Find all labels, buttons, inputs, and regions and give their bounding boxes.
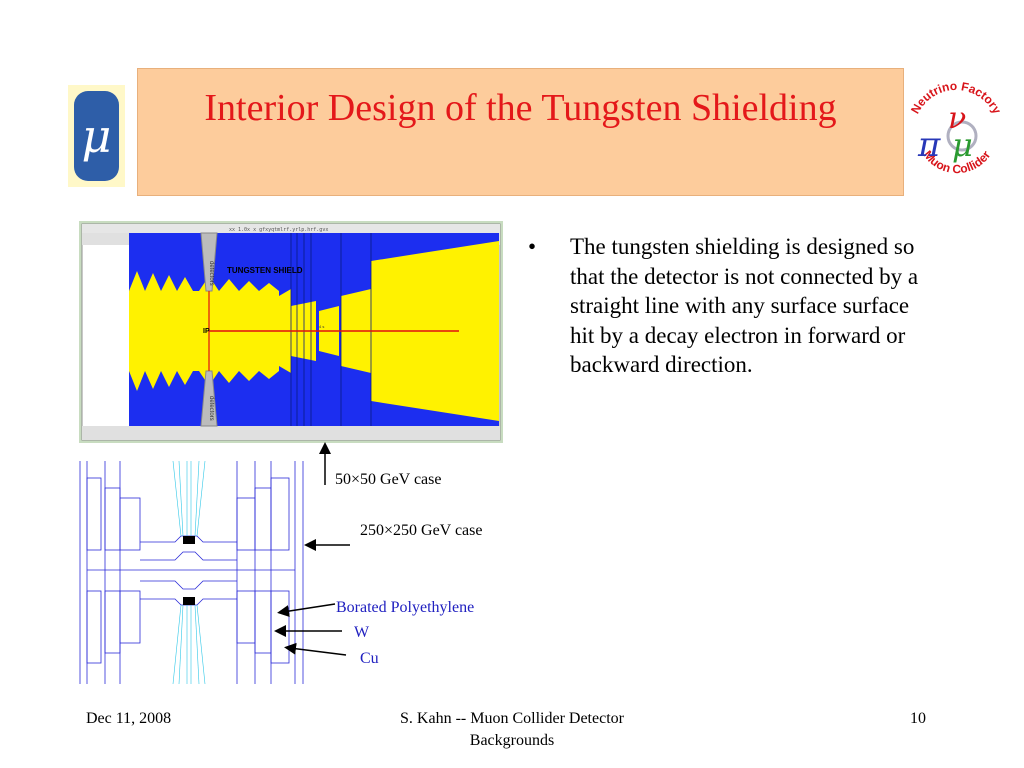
- bullet-marker: •: [528, 234, 537, 259]
- mu-symbol: μ: [74, 91, 119, 181]
- slide-title: Interior Design of the Tungsten Shieldin…: [204, 87, 837, 129]
- bullet-point: • The tungsten shielding is designed so …: [528, 232, 938, 380]
- svg-text:ν: ν: [948, 101, 966, 136]
- case-250-label: 250×250 GeV case: [360, 522, 483, 539]
- diagram-small-mark: 4 s: [319, 324, 324, 329]
- pointer-arrows: [274, 442, 350, 656]
- neutrino-factory-logo: Neutrino Factory Muon Collider π ν μ: [908, 79, 1004, 176]
- diagram-header: xx 1.0x x gfxyqtmlrf.yrlp.hrf.gvx: [229, 227, 328, 233]
- detectors-label-bottom: detectors: [208, 396, 214, 421]
- case-50-label: 50×50 GeV case: [335, 471, 442, 488]
- tungsten-shield-label: TUNGSTEN SHIELD: [227, 266, 303, 275]
- footer-page-number: 10: [910, 710, 926, 727]
- borated-polyethylene-label: Borated Polyethylene: [336, 599, 475, 616]
- footer-author: S. Kahn -- Muon Collider Detector Backgr…: [400, 710, 624, 749]
- title-box: Interior Design of the Tungsten Shieldin…: [137, 68, 904, 196]
- svg-text:μ: μ: [952, 126, 973, 164]
- w-label: W: [354, 624, 370, 641]
- cu-label: Cu: [360, 650, 379, 667]
- ip-label: IP: [203, 328, 210, 335]
- muon-logo: μ: [68, 85, 125, 187]
- detectors-label-top: detectors: [208, 261, 214, 286]
- tungsten-shield-diagram: xx 1.0x x gfxyqtmlrf.yrlp.hrf.gvx detect…: [79, 221, 503, 443]
- footer-date: Dec 11, 2008: [86, 710, 172, 727]
- bullet-text: The tungsten shielding is designed so th…: [570, 234, 919, 377]
- shielding-layers-diagram: [79, 460, 304, 685]
- svg-text:π: π: [917, 125, 941, 165]
